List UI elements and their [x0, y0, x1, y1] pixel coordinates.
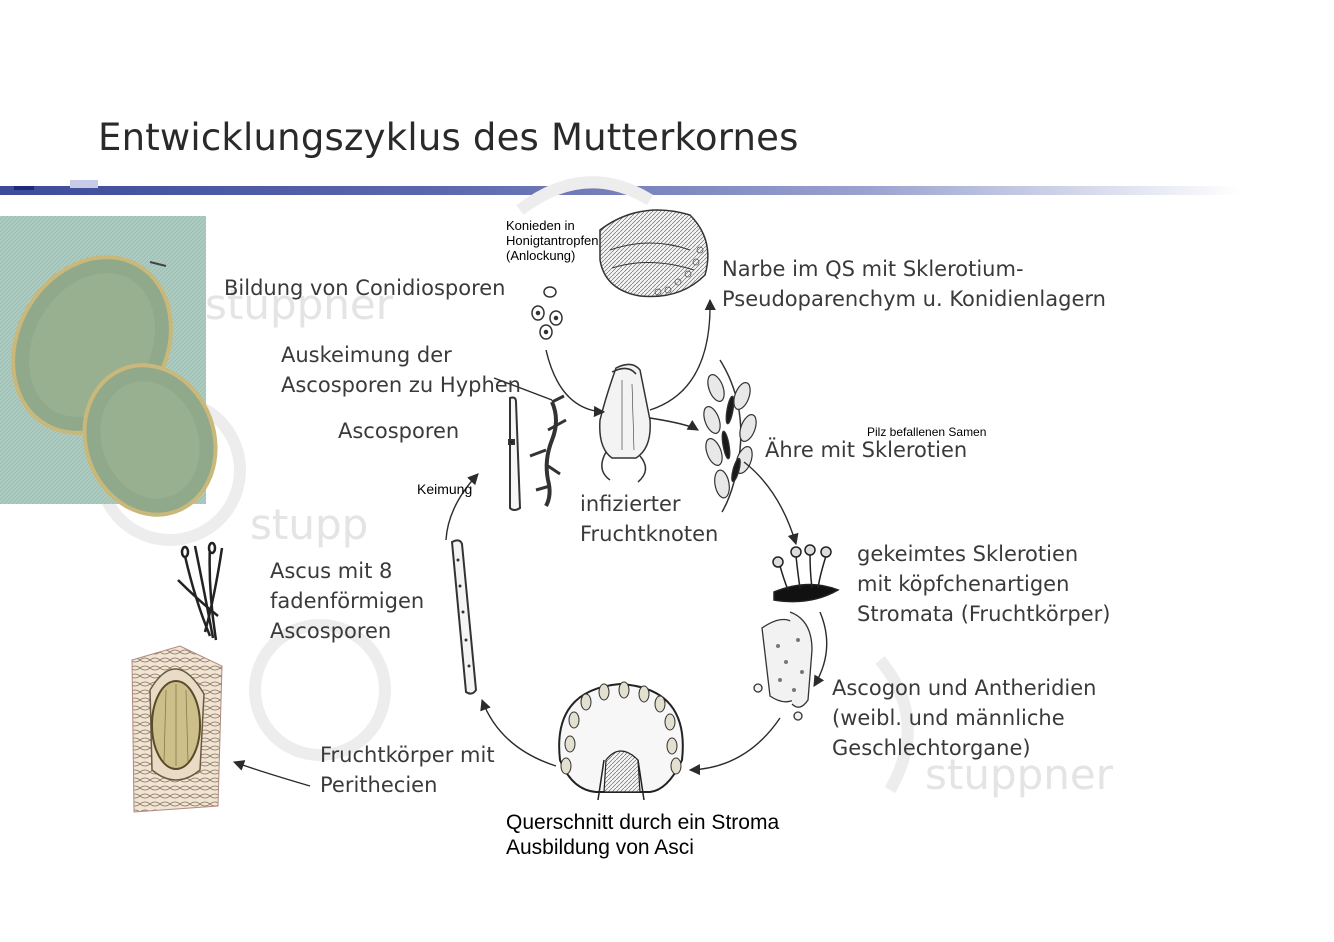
watermark-text: stupp	[250, 500, 369, 549]
label-ascus: Ascus mit 8 fadenförmigen Ascosporen	[270, 559, 425, 643]
label-ascospore-germination: Auskeimung der Ascosporen zu Hyphen	[281, 343, 521, 397]
ascogon-drawing	[753, 611, 813, 721]
label-conidiospore-formation: Bildung von Conidiosporen	[224, 276, 506, 300]
micrograph-image	[0, 216, 218, 517]
label-infected-seeds: Pilz befallenen Samen	[867, 425, 987, 439]
conidia-drawing	[531, 286, 563, 340]
stigma-section-drawing	[599, 209, 709, 298]
label-germination: Keimung	[417, 481, 473, 497]
page-title: Entwicklungszyklus des Mutterkornes	[98, 116, 799, 159]
label-stroma-cross-section: Querschnitt durch ein Stroma Ausbildung …	[506, 811, 780, 859]
ascus-elongated-drawing	[450, 539, 478, 695]
stroma-section-drawing	[558, 681, 684, 801]
watermark-text: stuppner	[205, 280, 394, 329]
header-rule-mark	[70, 180, 98, 188]
header-rule-mark	[14, 186, 34, 190]
label-germinated-sclerotium: gekeimtes Sklerotien mit köpfchenartigen…	[857, 542, 1111, 626]
perithecium-drawing	[131, 645, 223, 813]
hyphae-drawing	[508, 394, 567, 511]
label-stigma-section: Narbe im QS mit Sklerotium- Pseudoparenc…	[722, 257, 1106, 311]
infected-ovary-drawing	[599, 363, 651, 483]
pointer-line	[493, 377, 553, 401]
watermark-text: stuppner	[925, 750, 1114, 799]
label-conidia-in-honeydew: Konieden in Honigtantropfen (Anlockung)	[506, 218, 599, 263]
label-infected-ovary: infizierter Fruchtknoten	[580, 492, 719, 546]
germinated-sclerotium-drawing	[772, 544, 840, 603]
label-ascospores: Ascosporen	[338, 419, 460, 443]
ascus-drawing	[177, 541, 224, 641]
label-ear-with-sclerotia: Ähre mit Sklerotien	[765, 438, 968, 462]
label-ascogon: Ascogon und Antheridien (weibl. und männ…	[832, 676, 1097, 760]
label-fruiting-body: Fruchtkörper mit Perithecien	[320, 743, 495, 797]
ear-with-sclerotia-drawing	[703, 359, 757, 513]
cycle-arrows	[232, 298, 828, 787]
